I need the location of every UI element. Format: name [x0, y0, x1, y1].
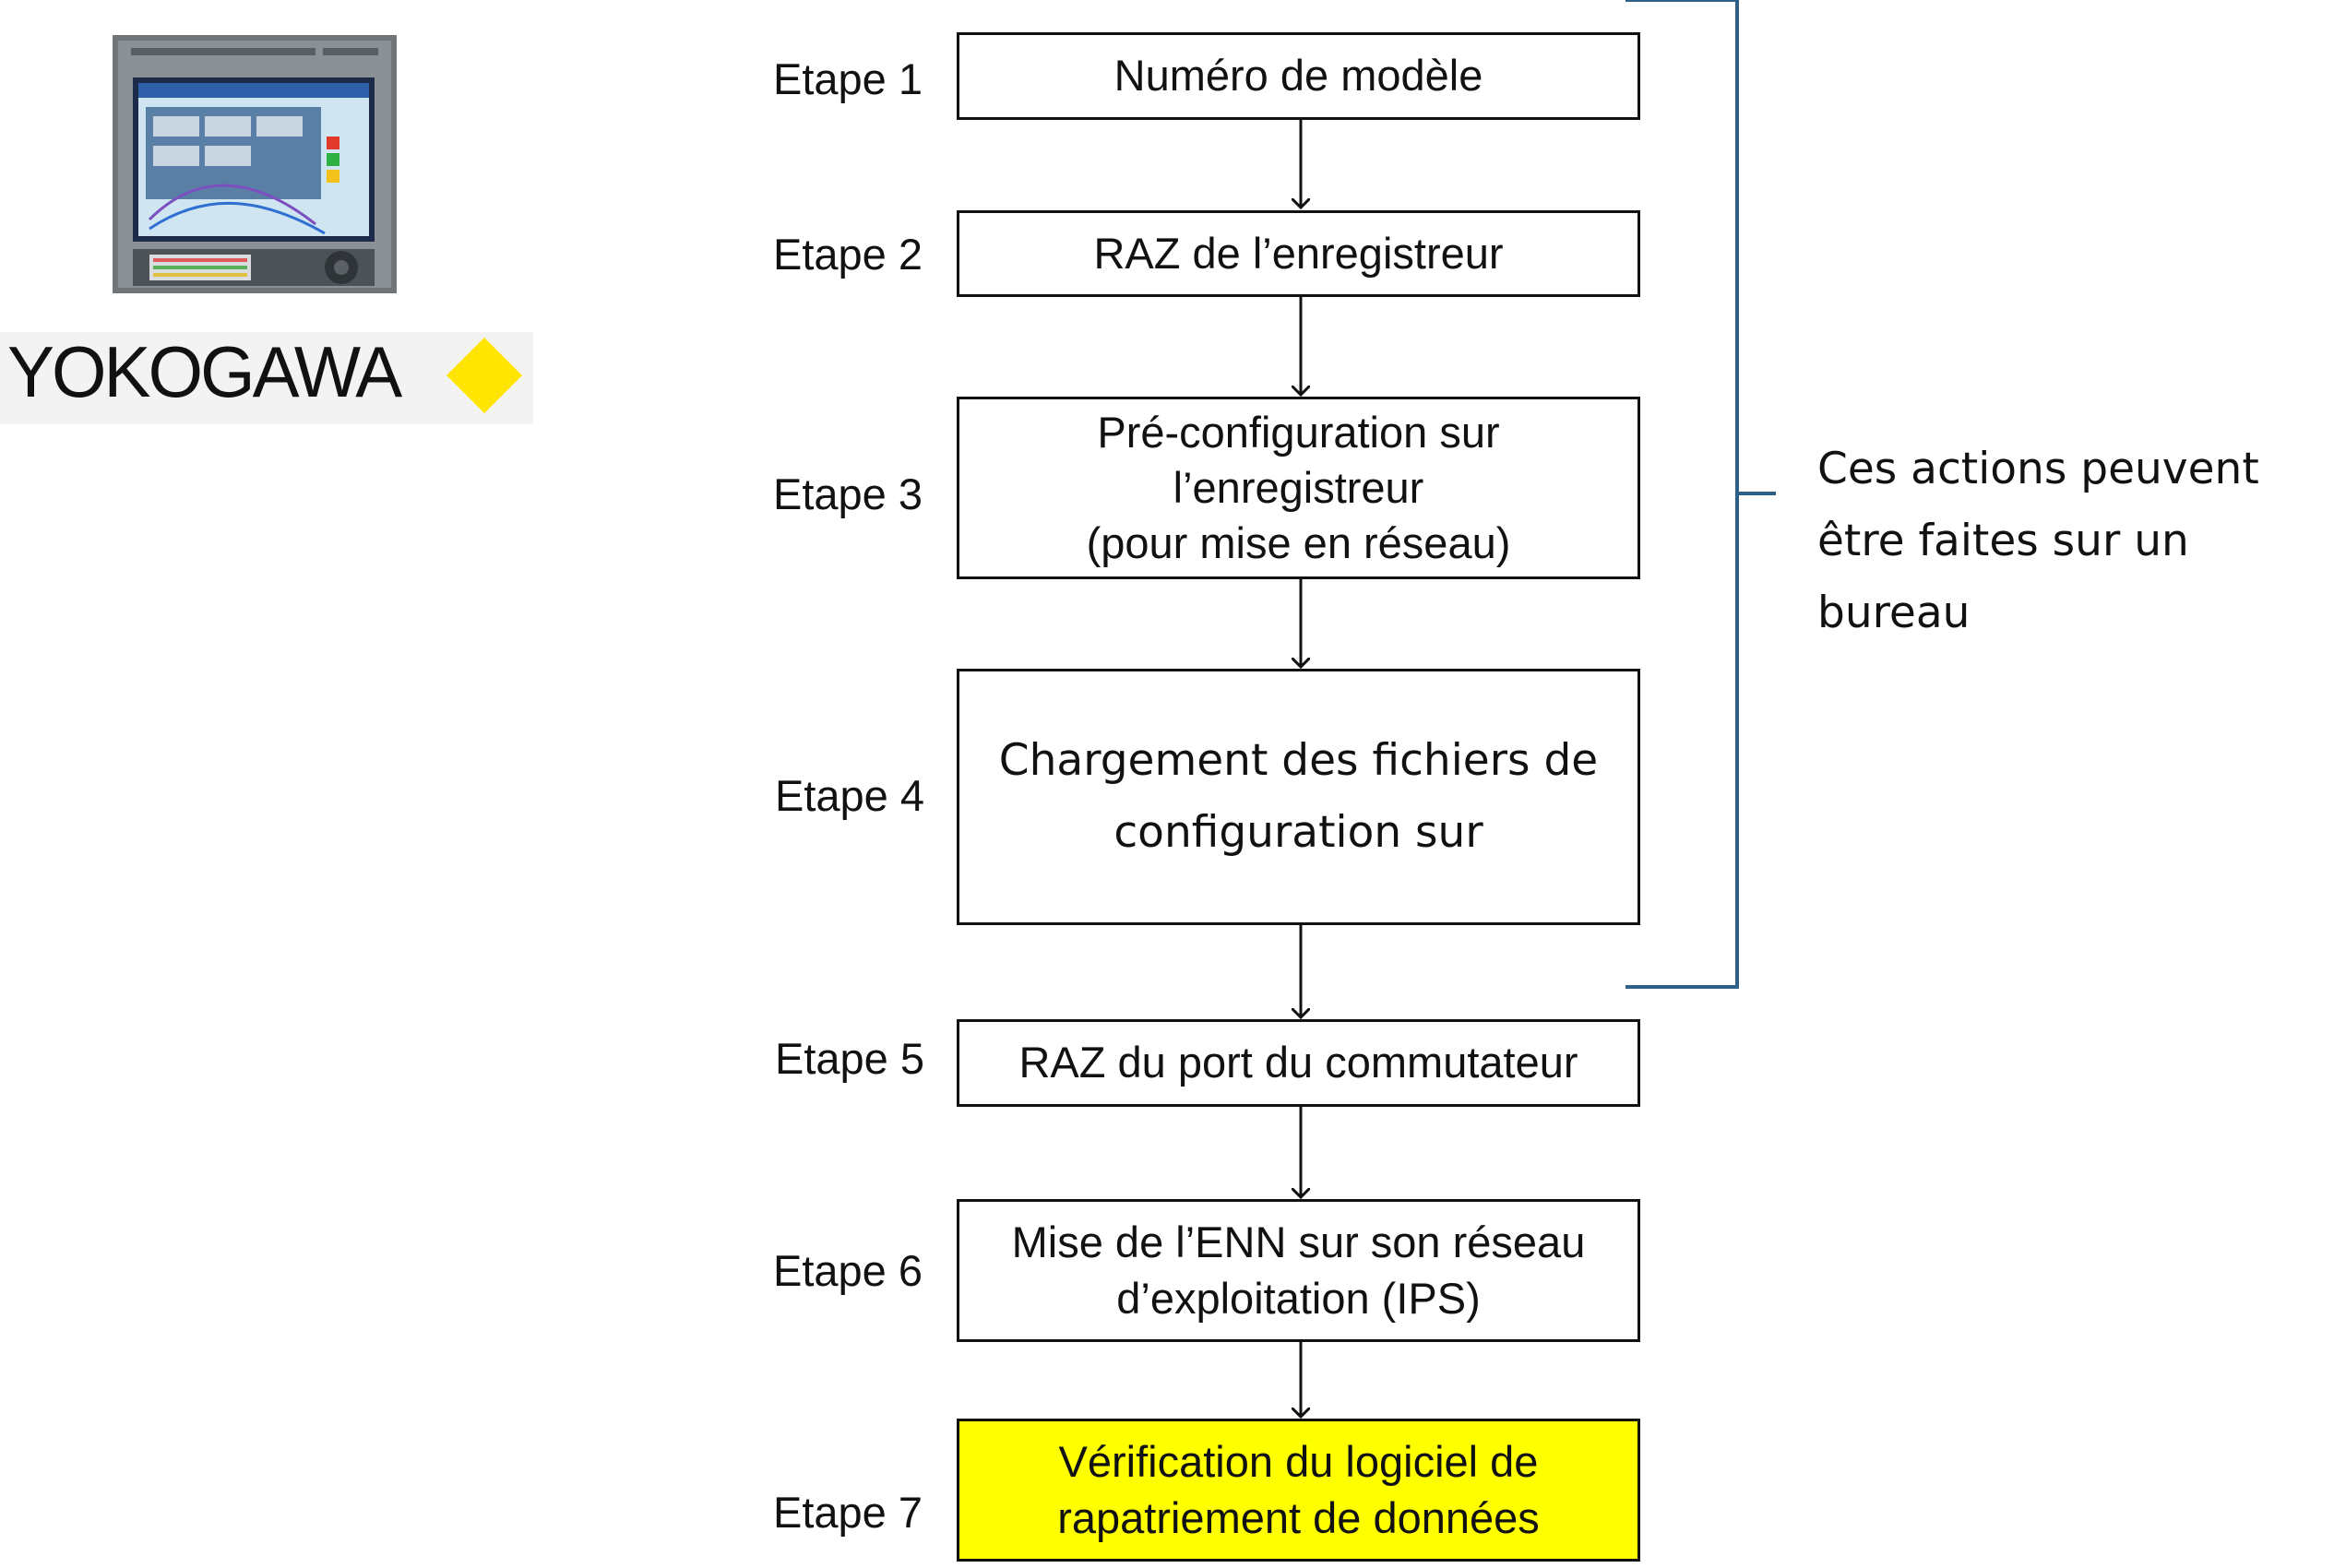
- step-3-text-line-1: Pré-configuration sur: [1097, 407, 1500, 457]
- step-label-1: Etape 1: [773, 54, 923, 103]
- step-label-6: Etape 6: [773, 1246, 923, 1295]
- step-4-text-line-1: Chargement des fichiers de: [998, 735, 1599, 787]
- step-6-text-line-1: Mise de l’ENN sur son réseau: [1011, 1218, 1586, 1267]
- recorder-device-image: [113, 35, 397, 293]
- brand-background: [0, 332, 533, 424]
- step-label-7: Etape 7: [773, 1488, 923, 1537]
- brand-diamond-icon: [447, 338, 522, 413]
- step-box-4: Chargement des fichiers de configuration…: [957, 669, 1640, 925]
- step-1-text: Numéro de modèle: [1113, 51, 1483, 101]
- brand-logo-text: YOKOGAWA: [7, 331, 402, 412]
- note-line-1: Ces actions peuvent: [1817, 444, 2259, 494]
- bracket-note: Ces actions peuvent être faites sur un b…: [1817, 434, 2316, 649]
- step-box-2: RAZ de l’enregistreur: [957, 210, 1640, 297]
- step-label-4: Etape 4: [775, 771, 925, 820]
- step-box-6: Mise de l’ENN sur son réseau d’exploitat…: [957, 1199, 1640, 1342]
- step-label-5: Etape 5: [775, 1034, 925, 1083]
- step-3-text-line-3: (pour mise en réseau): [1086, 518, 1511, 568]
- step-box-5: RAZ du port du commutateur: [957, 1019, 1640, 1107]
- step-5-text: RAZ du port du commutateur: [1018, 1038, 1578, 1087]
- note-line-2: être faites sur un: [1817, 516, 2189, 566]
- step-label-2: Etape 2: [773, 230, 923, 279]
- step-box-7: Vérification du logiciel de rapatriement…: [957, 1419, 1640, 1562]
- step-2-text: RAZ de l’enregistreur: [1093, 228, 1504, 278]
- step-7-text-line-2: rapatriement de données: [1057, 1492, 1540, 1542]
- note-line-3: bureau: [1817, 588, 1971, 638]
- step-box-3: Pré-configuration sur l’enregistreur (po…: [957, 397, 1640, 579]
- step-label-3: Etape 3: [773, 469, 923, 518]
- step-3-text-line-2: l’enregistreur: [1173, 462, 1424, 512]
- step-4-text-line-2: configuration sur: [1113, 807, 1483, 858]
- grouping-bracket: [1625, 0, 1739, 989]
- step-7-text-line-1: Vérification du logiciel de: [1058, 1437, 1539, 1487]
- step-box-1: Numéro de modèle: [957, 32, 1640, 120]
- step-6-text-line-2: d’exploitation (IPS): [1116, 1273, 1481, 1323]
